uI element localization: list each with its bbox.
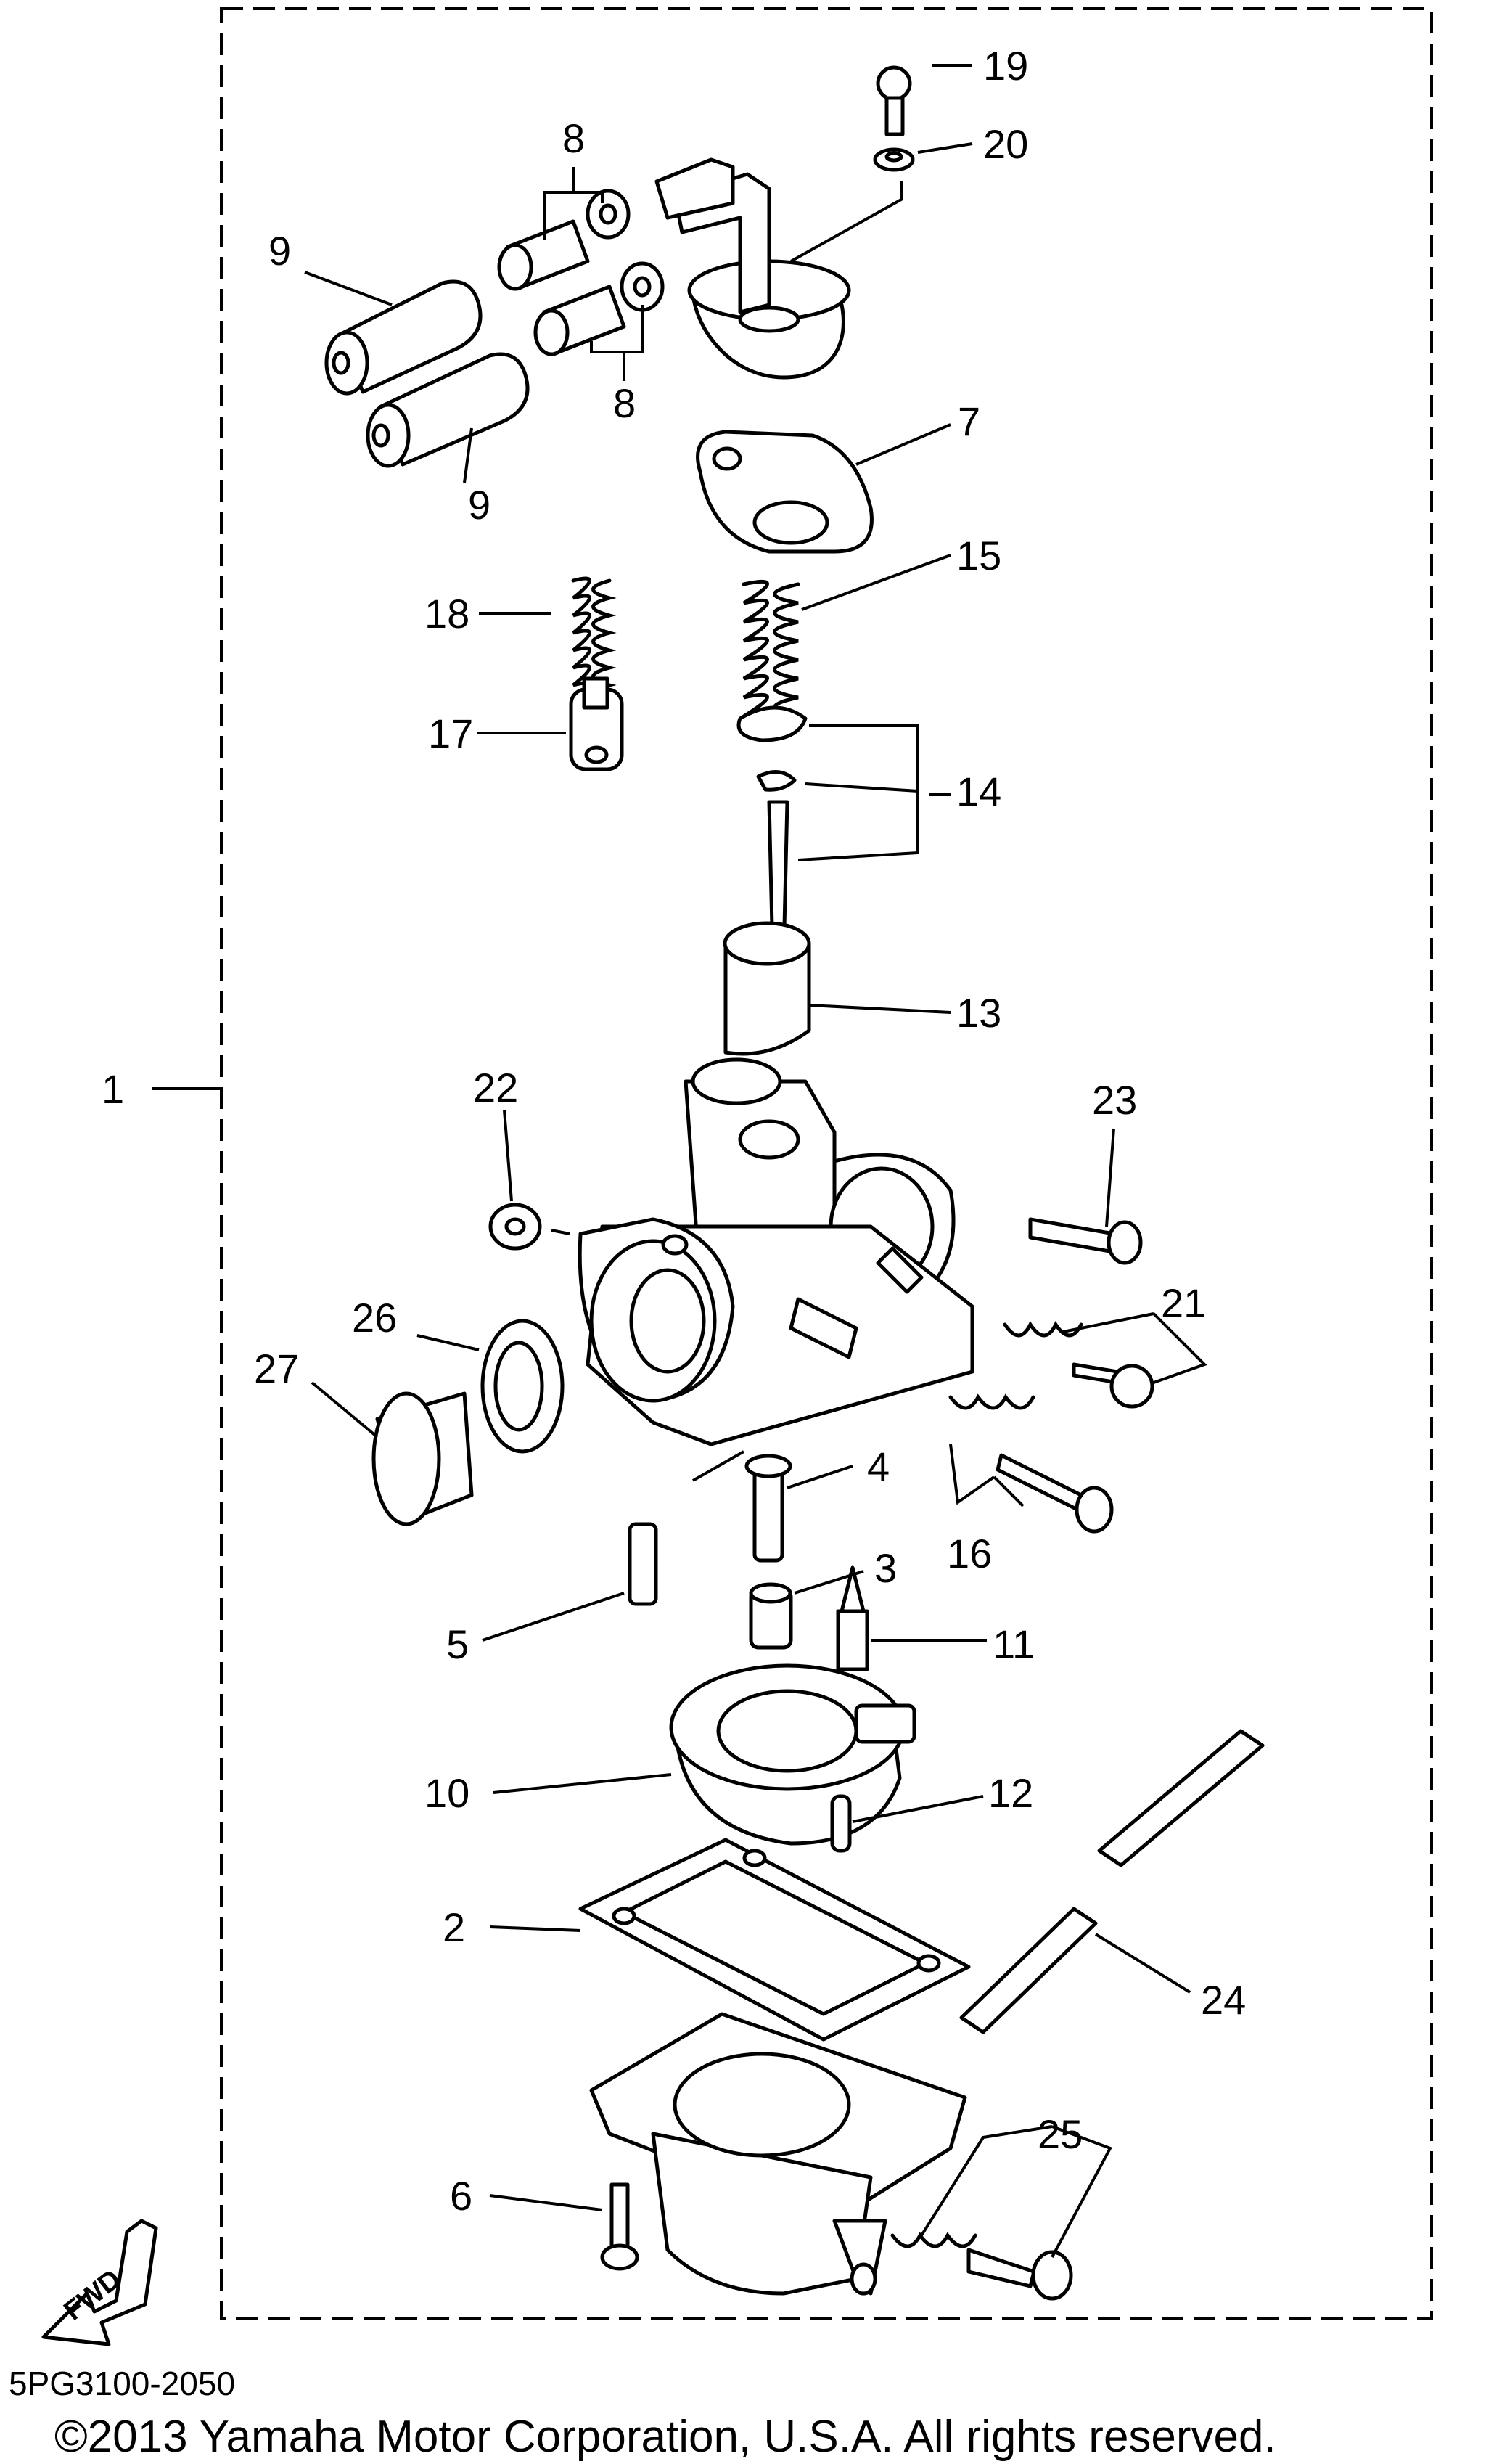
part-15-spring: [742, 579, 800, 719]
callout-12: 12: [988, 1770, 1033, 1816]
part-22-nut: [488, 1203, 542, 1251]
callout-16: 16: [947, 1531, 992, 1576]
part-top-cover: [654, 157, 851, 380]
part-16-screw-set: [948, 1393, 1114, 1534]
callout-11: 11: [993, 1621, 1035, 1667]
part-12-pin: [830, 1794, 852, 1853]
part-4-main-jet: [744, 1454, 792, 1563]
part-carburetor-body: [578, 1057, 974, 1446]
part-8-adjuster-upper: [497, 189, 631, 291]
callout-27: 27: [254, 1346, 299, 1391]
callout-24: 24: [1201, 1977, 1246, 2023]
part-13-throttle-valve: [723, 921, 811, 1056]
callout-9a: 9: [268, 228, 291, 274]
callout-22: 22: [473, 1065, 518, 1110]
callout-8b: 8: [613, 380, 636, 426]
callout-labels: 1 2 3 4 5 6 7 8 8 9 9 10 11 12 13 14 15 …: [102, 43, 1246, 2219]
callout-10: 10: [424, 1770, 469, 1816]
part-float-bowl: [589, 2012, 967, 2296]
callout-3: 3: [874, 1545, 897, 1591]
fwd-arrow-icon: FWD: [41, 2219, 158, 2346]
part-9-boot-upper: [324, 279, 483, 396]
callout-23: 23: [1092, 1077, 1137, 1123]
callout-26: 26: [352, 1295, 397, 1341]
copyright-notice: ©2013 Yamaha Motor Corporation, U.S.A. A…: [54, 2412, 1276, 2462]
callout-19: 19: [983, 43, 1028, 89]
part-25-screw-set: [890, 2232, 1073, 2301]
part-19-screw: [876, 65, 912, 136]
part-8-adjuster-lower: [533, 261, 665, 356]
callout-5: 5: [446, 1621, 469, 1667]
part-3-jet-holder: [749, 1582, 793, 1650]
callout-13: 13: [956, 990, 1001, 1036]
callout-21: 21: [1161, 1280, 1206, 1326]
part-27-ring: [372, 1391, 474, 1526]
part-24-hose: [959, 1729, 1265, 2034]
callout-4: 4: [867, 1444, 890, 1489]
part-20-washer: [873, 147, 915, 172]
callout-8a: 8: [562, 115, 585, 161]
part-9-boot-lower: [366, 352, 530, 468]
callout-25: 25: [1038, 2111, 1083, 2157]
callout-20: 20: [983, 121, 1028, 167]
callout-9b: 9: [468, 482, 490, 528]
leader-lines: [152, 64, 1207, 2258]
callout-17: 17: [428, 711, 473, 756]
callout-1: 1: [102, 1066, 124, 1112]
part-23-bolt: [1028, 1217, 1143, 1265]
part-10-float: [669, 1663, 916, 1846]
part-26-ring: [480, 1319, 565, 1454]
part-2-gasket: [578, 1838, 971, 2042]
callout-7: 7: [958, 398, 980, 444]
callout-2: 2: [443, 1904, 465, 1950]
callout-18: 18: [424, 591, 469, 637]
callout-15: 15: [956, 533, 1001, 578]
part-6-screw: [600, 2182, 639, 2271]
part-11-float-needle: [836, 1565, 869, 1671]
assembly-boundary: [220, 7, 1433, 2320]
diagram-code: 5PG3100-2050: [9, 2365, 235, 2402]
part-21-screw-set: [1003, 1321, 1154, 1409]
callout-14: 14: [956, 769, 1001, 814]
callout-6: 6: [450, 2173, 472, 2219]
part-17-plunger: [569, 676, 624, 771]
part-5-pilot-jet: [628, 1522, 658, 1606]
part-7-gasket: [696, 430, 874, 554]
